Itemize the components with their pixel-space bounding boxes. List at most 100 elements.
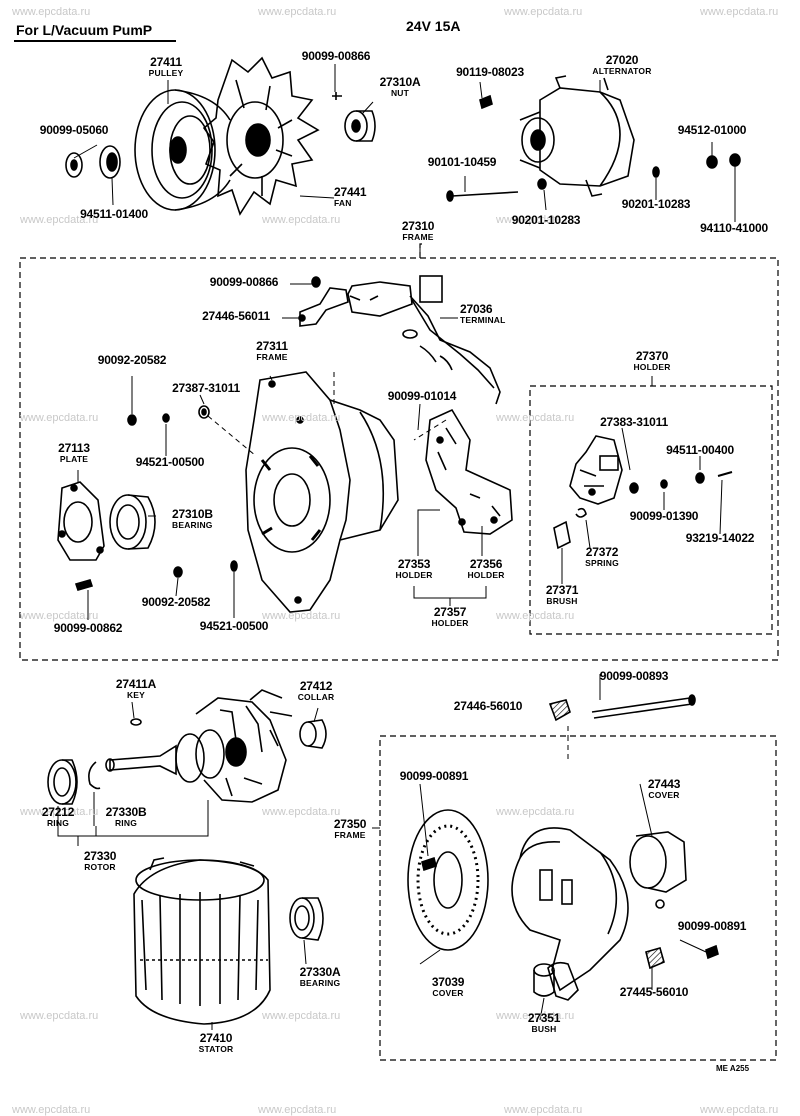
bracket-drawing	[298, 287, 349, 327]
plate-drawing	[57, 481, 105, 561]
holder-bracket-lines	[413, 509, 487, 606]
part-label-90099-00862: 90099-00862	[53, 621, 123, 635]
rear-frame-drawing	[511, 827, 629, 1001]
part-label-90092-20582: 90092-20582	[141, 595, 211, 609]
rear-frame-group-box	[379, 735, 777, 1061]
watermark: www.epcdata.ru	[496, 214, 575, 226]
rear-cover-drawing	[407, 809, 489, 951]
watermark: www.epcdata.ru	[12, 1104, 91, 1116]
diagram-title: For L/Vacuum PumP	[16, 22, 153, 38]
bolt-drawing	[451, 191, 519, 197]
frame-drawing	[245, 371, 399, 613]
bush-drawing	[533, 963, 555, 997]
part-label-27446-56010: 27446-56010	[453, 699, 523, 713]
part-label-94110-41000: 94110-41000	[700, 221, 768, 235]
watermark: www.epcdata.ru	[20, 1010, 99, 1022]
key-drawing	[130, 718, 142, 726]
watermark: www.epcdata.ru	[496, 806, 575, 818]
spring-drawing	[575, 507, 587, 518]
bearing-a-drawing	[289, 897, 324, 941]
leader-lines-rear	[372, 674, 707, 1021]
part-label-94511-01400: 94511-01400	[80, 207, 148, 221]
part-label-27445-56010: 27445-56010	[619, 985, 689, 999]
part-label-93219-14022: 93219-14022	[685, 531, 755, 545]
clip-b-drawing	[645, 947, 665, 970]
brush-drawing	[553, 520, 571, 550]
part-label-90099-00866: 90099-00866	[301, 49, 371, 63]
collar-drawing	[299, 719, 327, 749]
part-label-27387-31011: 27387-31011	[172, 381, 240, 395]
watermark: www.epcdata.ru	[20, 610, 99, 622]
part-label-90201-10283: 90201-10283	[621, 197, 691, 211]
part-label-90099-05060: 90099-05060	[39, 123, 109, 137]
washer-drawing	[65, 152, 83, 178]
leader-lines-top	[73, 64, 736, 222]
leader-lines-rotor	[57, 701, 319, 846]
part-label-90092-20582: 90092-20582	[97, 353, 167, 367]
watermark: www.epcdata.ru	[258, 1104, 337, 1116]
part-label-90099-00891: 90099-00891	[677, 919, 747, 933]
long-bolt-drawing	[591, 697, 691, 713]
part-label-90101-10459: 90101-10459	[427, 155, 497, 169]
watermark: www.epcdata.ru	[504, 1104, 583, 1116]
part-label-90119-08023: 90119-08023	[456, 65, 524, 79]
watermark: www.epcdata.ru	[20, 412, 99, 424]
fan-drawing	[202, 56, 320, 216]
ring-drawing	[47, 759, 78, 805]
holder-group-box	[529, 385, 773, 635]
watermark: www.epcdata.ru	[262, 806, 341, 818]
alternator-drawing	[519, 75, 635, 197]
frame-group-box	[19, 243, 779, 661]
watermark: www.epcdata.ru	[496, 610, 575, 622]
part-label-94521-00500: 94521-00500	[135, 455, 205, 469]
watermark: www.epcdata.ru	[262, 610, 341, 622]
watermark: www.epcdata.ru	[262, 1010, 341, 1022]
part-label-94512-01000: 94512-01000	[677, 123, 747, 137]
watermark: www.epcdata.ru	[262, 214, 341, 226]
snap-ring-drawing	[88, 761, 101, 790]
part-label-27383-31011: 27383-31011	[600, 415, 668, 429]
clip-drawing	[548, 699, 571, 722]
watermark: www.epcdata.ru	[504, 6, 583, 18]
stator-drawing	[133, 857, 271, 1025]
diagram-spec: 24V 15A	[406, 18, 461, 34]
part-label-90099-00866: 90099-00866	[209, 275, 279, 289]
watermark: www.epcdata.ru	[20, 806, 99, 818]
assembly-dash-lines	[207, 372, 447, 457]
part-label-90099-00891: 90099-00891	[399, 769, 469, 783]
leader-lines-holder	[561, 427, 723, 584]
watermark: www.epcdata.ru	[12, 6, 91, 18]
figure-code: ME A255	[716, 1064, 750, 1073]
part-label-90099-00893: 90099-00893	[599, 669, 669, 683]
watermark: www.epcdata.ru	[700, 1104, 779, 1116]
terminal-drawing	[347, 275, 501, 405]
part-label-94521-00500: 94521-00500	[199, 619, 269, 633]
part-label-90099-01014: 90099-01014	[387, 389, 457, 403]
rectifier-holder-drawing	[425, 408, 513, 535]
watermark: www.epcdata.ru	[258, 6, 337, 18]
leader-lines-frame	[77, 283, 458, 620]
